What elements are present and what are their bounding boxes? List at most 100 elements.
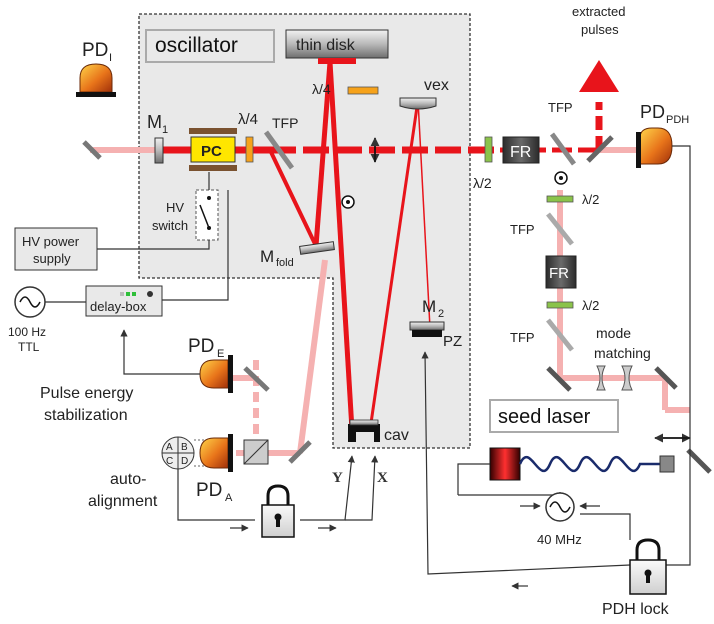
half-wave-r2-label: λ/2	[582, 298, 599, 313]
tfp-r1: TFP	[510, 212, 574, 246]
fr-main-label: FR	[510, 144, 531, 161]
seed-laser-label: seed laser	[498, 406, 591, 428]
seed-mirror	[686, 448, 712, 474]
ttl-label-2: TTL	[18, 340, 40, 354]
pulse-energy-label-2: stabilization	[44, 407, 128, 424]
half-wave-main-label: λ/2	[473, 175, 492, 191]
hv-switch-label-2: switch	[152, 218, 188, 233]
svg-text:E: E	[217, 348, 224, 360]
half-wave-plate-r1: λ/2	[546, 192, 599, 207]
ttl-label-1: 100 Hz	[8, 325, 46, 339]
pd-pdh-label: PD	[640, 102, 665, 122]
delay-box: delay-box	[85, 285, 163, 317]
half-wave-r1-label: λ/2	[582, 192, 599, 207]
svg-text:fold: fold	[276, 257, 294, 269]
pd-e-photodiode: PD E	[188, 336, 233, 393]
pockels-cell-label: PC	[201, 143, 222, 160]
signal-lines	[45, 145, 691, 575]
pd-i-photodiode: PD I	[76, 40, 116, 97]
axis-y-label: Y	[332, 470, 343, 486]
convex-mirror: vex	[399, 77, 449, 110]
mode-matching-label-2: matching	[594, 345, 651, 361]
pockels-cell: PC	[189, 128, 237, 171]
half-wave-plate-main: λ/2	[473, 136, 493, 191]
pd-a-photodiode: PD A	[196, 434, 233, 504]
svg-text:C: C	[166, 456, 173, 467]
seed-laser: seed laser	[489, 399, 675, 481]
folding-mirror: M fold	[260, 241, 335, 269]
m-fold-label: M	[260, 247, 274, 266]
quarter-wave-left-label: λ/4	[238, 111, 258, 128]
hv-power-supply: HV power supply	[14, 227, 98, 271]
delay-box-label: delay-box	[90, 299, 147, 314]
pz-label: PZ	[443, 333, 462, 350]
svg-text:PDH: PDH	[666, 114, 689, 126]
pulse-energy-label-1: Pulse energy	[40, 385, 133, 402]
svg-text:A: A	[166, 442, 173, 453]
hv-supply-label-2: supply	[33, 251, 71, 266]
fr-iso-label: FR	[549, 265, 569, 282]
mirror-m1: M 1	[147, 112, 168, 164]
mode-matching-optics: mode matching	[546, 325, 678, 392]
thin-film-polarizer-right: TFP	[548, 100, 577, 166]
mirror-m2-piezo: M 2 PZ	[409, 297, 462, 350]
svg-text:B: B	[181, 442, 188, 453]
axis-x-label: X	[377, 470, 388, 486]
m2-label: M	[422, 297, 436, 316]
auto-alignment-label-2: alignment	[88, 493, 158, 510]
pd-i-label: PD	[82, 40, 108, 61]
modulator-40mhz: 40 MHz	[537, 492, 582, 547]
extracted-pulses-arrow	[579, 60, 619, 92]
half-wave-plate-r2: λ/2	[546, 298, 599, 313]
pd-e-label: PD	[188, 336, 214, 357]
pick-off-mirror-pd-e	[243, 366, 270, 392]
pdh-lock-label: PDH lock	[602, 601, 670, 618]
extraction-mirror	[586, 135, 614, 163]
hv-switch: HV switch	[152, 189, 219, 241]
convex-mirror-label: vex	[424, 77, 449, 94]
pd-a-label: PD	[196, 480, 222, 501]
alignment-lock-icon	[261, 484, 295, 538]
hv-switch-label-1: HV	[166, 200, 184, 215]
pdh-photodiode: PD PDH	[636, 102, 689, 168]
thin-disk-label: thin disk	[296, 37, 356, 54]
mirror-to-alignment	[288, 440, 312, 464]
pick-off-mirror-left	[82, 140, 102, 160]
tfp-r1-label: TFP	[510, 222, 535, 237]
auto-alignment-label-1: auto-	[110, 471, 146, 488]
tfp-right-label: TFP	[548, 100, 573, 115]
svg-text:2: 2	[438, 308, 444, 320]
polarization-indicators	[341, 137, 568, 209]
faraday-rotator-iso: FR	[545, 255, 577, 289]
tfp-r2: TFP	[510, 318, 574, 352]
svg-text:D: D	[181, 456, 188, 467]
cav-label: cav	[384, 427, 409, 444]
tfp-osc-label: TFP	[272, 115, 298, 131]
hv-supply-label-1: HV power	[22, 234, 80, 249]
direction-arrows	[230, 502, 600, 590]
extracted-label-2: pulses	[581, 22, 619, 37]
svg-text:I: I	[109, 52, 112, 64]
oscillator-label: oscillator	[155, 34, 238, 57]
quarter-wave-plate-top: λ/4	[312, 81, 379, 97]
thin-film-polarizer-osc: TFP	[263, 115, 298, 170]
cavity-end-mirror: cav	[348, 419, 409, 444]
beam-splitter-cube	[243, 439, 269, 465]
oscillator-label-frame	[145, 29, 275, 63]
faraday-rotator-main: FR	[502, 136, 540, 164]
ttl-generator: 100 Hz TTL	[8, 286, 46, 354]
m1-label: M	[147, 112, 162, 132]
oscillator-enclosure	[138, 13, 471, 449]
thin-disk: thin disk	[285, 29, 389, 64]
pdh-lock-icon: PDH lock	[602, 538, 670, 618]
fiber-coil	[518, 455, 660, 473]
mode-matching-label-1: mode	[596, 325, 631, 341]
svg-text:A: A	[225, 492, 233, 504]
quarter-wave-plate-left: λ/4	[238, 111, 258, 163]
extracted-label-1: extracted	[572, 4, 625, 19]
svg-text:1: 1	[162, 124, 168, 136]
freq-40-label: 40 MHz	[537, 532, 582, 547]
quarter-wave-top-label: λ/4	[312, 81, 331, 97]
tfp-r2-label: TFP	[510, 330, 535, 345]
